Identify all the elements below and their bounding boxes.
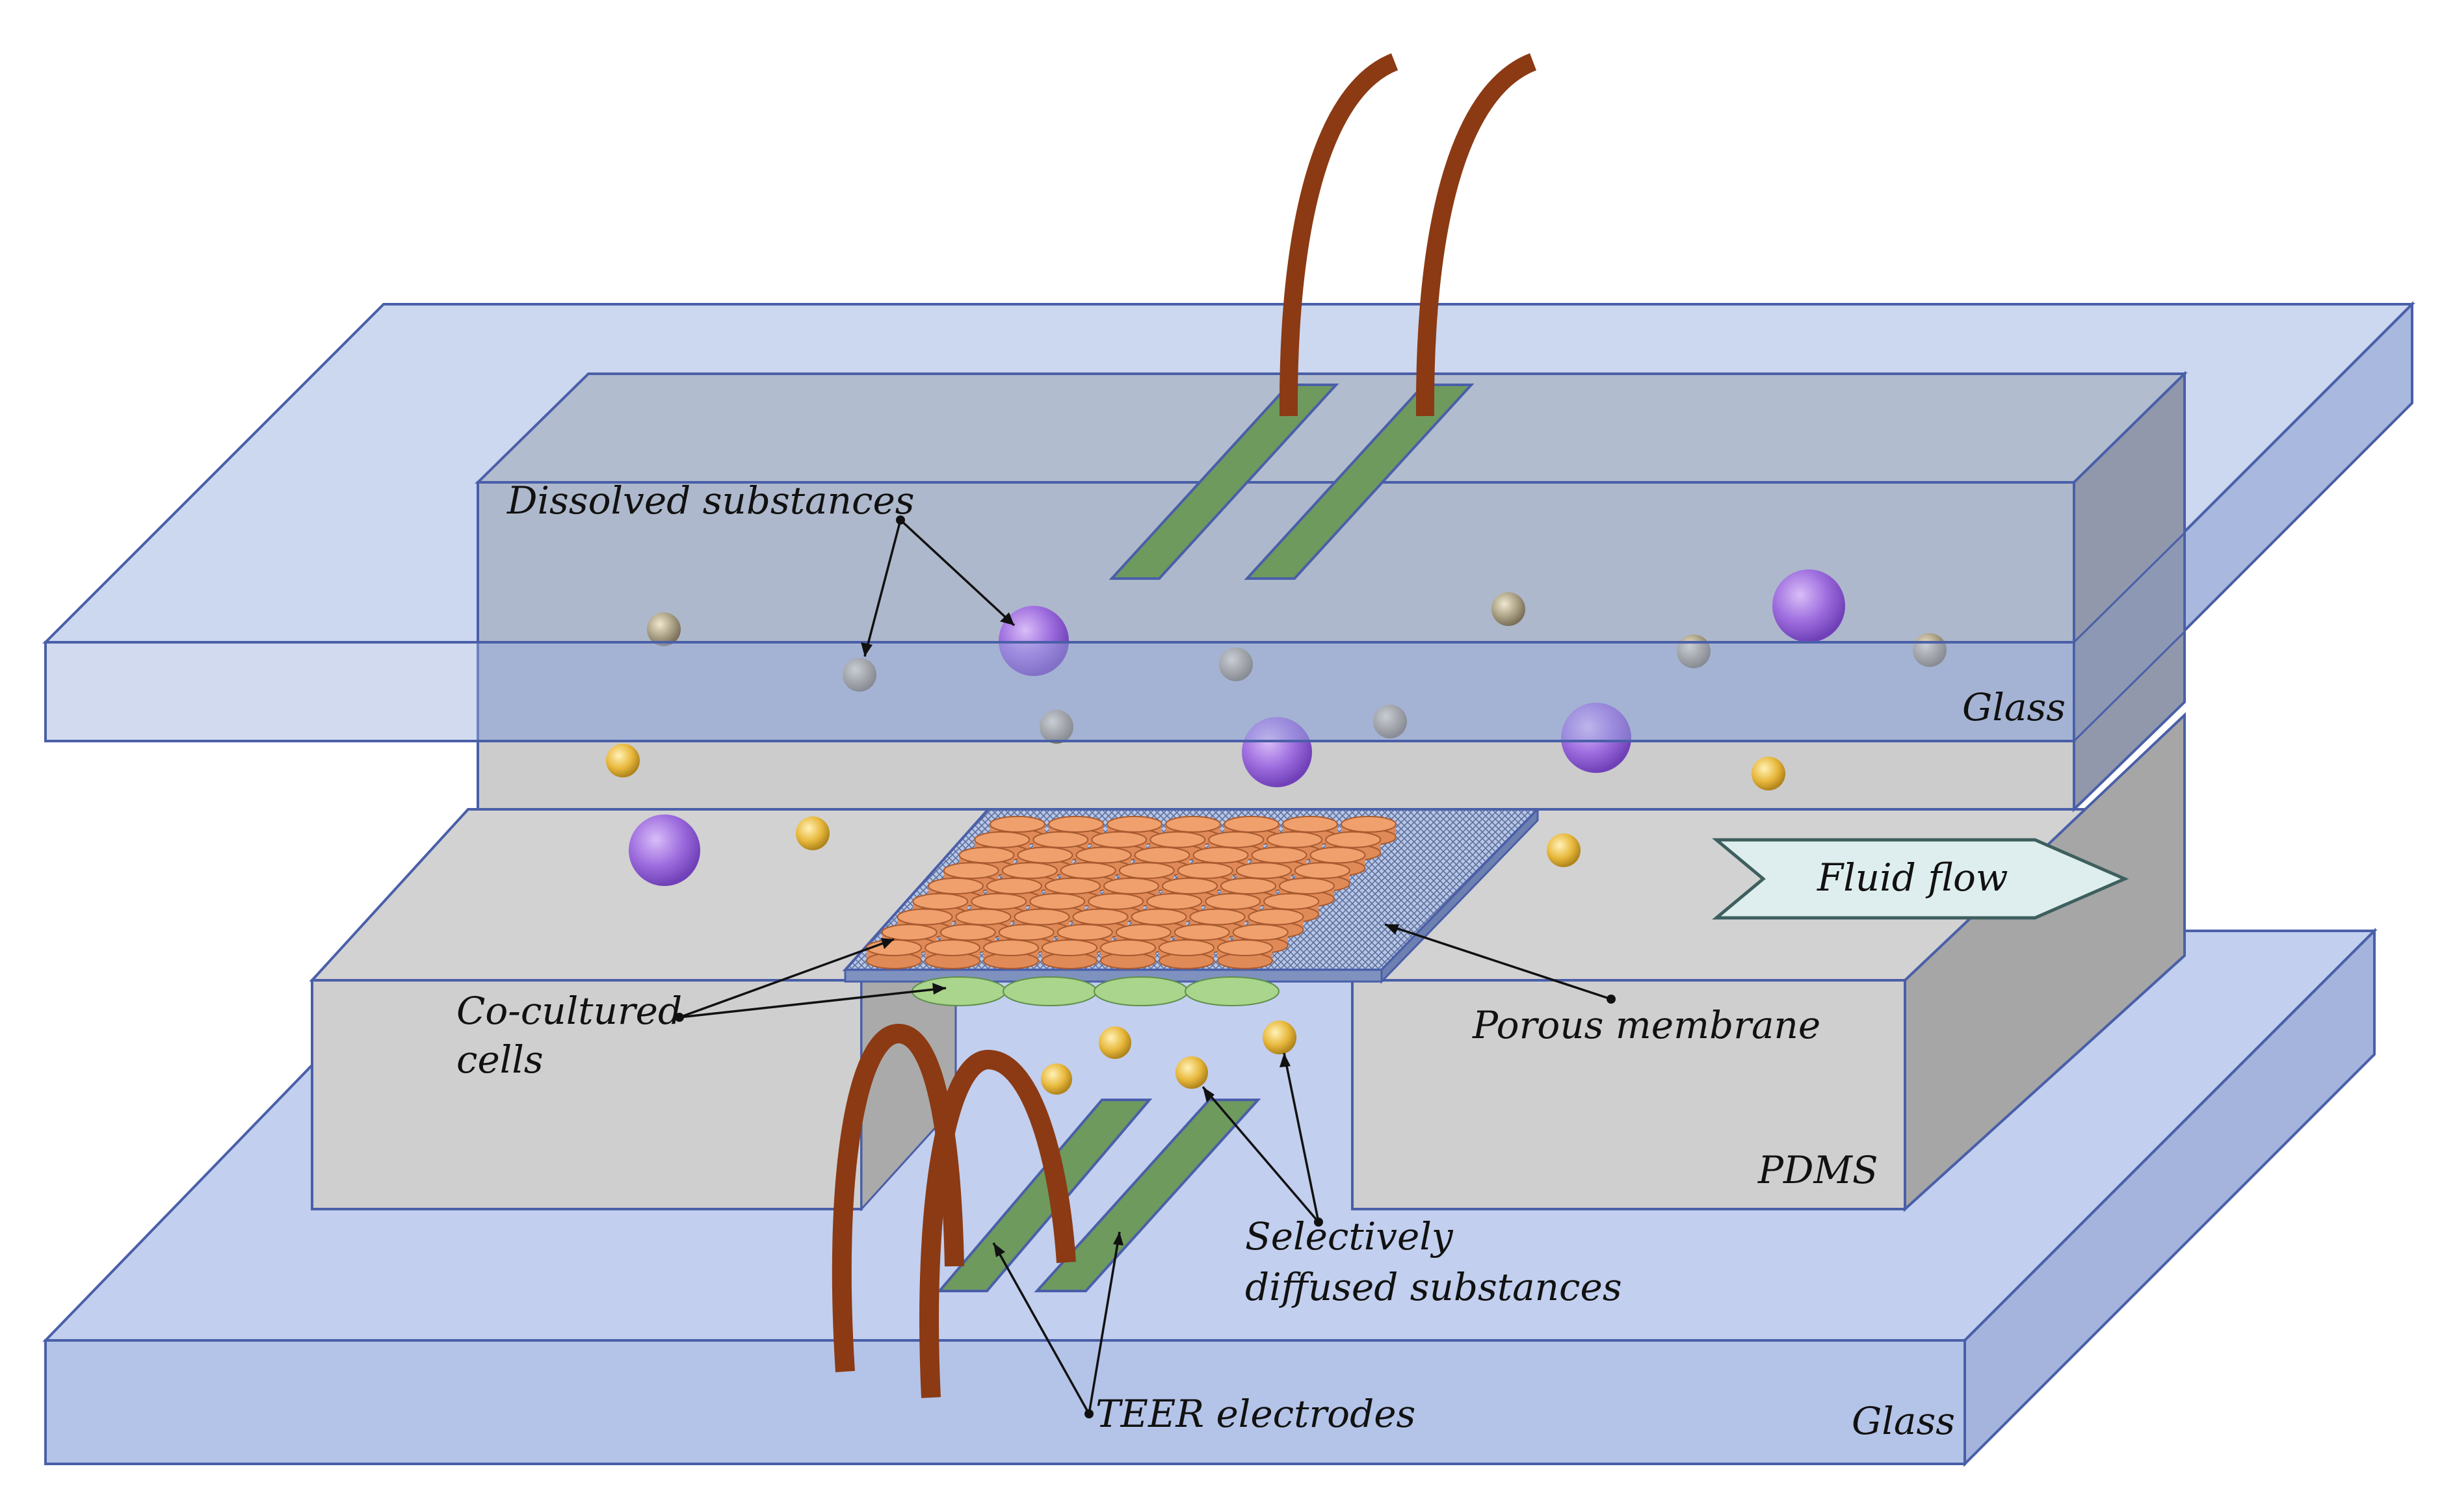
glass-top-label: Glass: [1962, 685, 2066, 729]
pdms-label: PDMS: [1757, 1148, 1878, 1192]
bottom-electrode-wires: [832, 1023, 1076, 1398]
fluid-flow-label: Fluid flow: [1817, 855, 2008, 900]
teer-electrodes-label: TEER electrodes: [1096, 1392, 1415, 1436]
top-cell: [1217, 939, 1273, 969]
top-cell: [983, 939, 1039, 969]
fluid-flow-arrow: Fluid flow: [1712, 838, 2129, 920]
dissolved-substances-label: Dissolved substances: [506, 478, 915, 523]
bottom-cell: [1094, 976, 1188, 1006]
top-teer-electrodes: [1109, 384, 1475, 580]
bottom-cell: [1003, 976, 1097, 1006]
leader-lines: [675, 515, 1616, 1418]
co-cultured-label-line2: cells: [456, 1037, 544, 1082]
bottom-cell: [1185, 976, 1280, 1006]
top-cell: [1072, 908, 1129, 939]
glass-bottom-label: Glass: [1852, 1399, 1955, 1443]
bottom-cell-layer: [912, 976, 1280, 1006]
selectively-label-line2: diffused substances: [1245, 1265, 1622, 1309]
top-cell: [1100, 939, 1156, 969]
selectively-label-line1: Selectively: [1245, 1214, 1454, 1258]
dissolved-particles: [606, 569, 1947, 886]
diffused-particles: [1041, 1021, 1296, 1095]
top-cell-layer: [866, 816, 1397, 969]
porous-membrane-label: Porous membrane: [1472, 1003, 1820, 1047]
top-electrode-wires: [1279, 53, 1537, 417]
top-cell: [925, 939, 980, 969]
co-cultured-label-line1: Co-cultured: [456, 989, 682, 1033]
top-cell: [1042, 939, 1097, 969]
top-glass-slab-front: [44, 530, 2186, 744]
top-cell: [866, 939, 922, 969]
top-pdms-channel: [475, 371, 2188, 813]
top-cell: [1159, 939, 1214, 969]
